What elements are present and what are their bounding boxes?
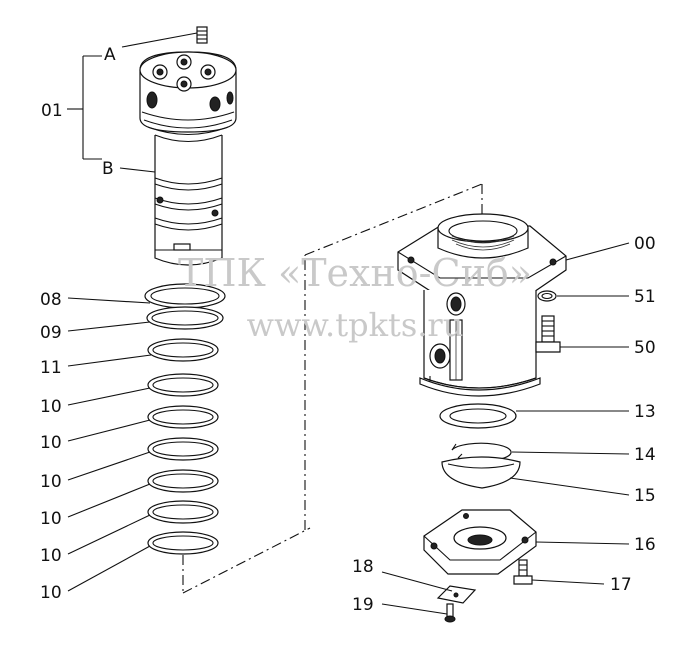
callout-11: 11 xyxy=(40,358,62,378)
leader-lines xyxy=(67,32,630,615)
callout-50: 50 xyxy=(634,338,656,358)
ring-10-e xyxy=(147,500,219,524)
seal-15 xyxy=(441,456,521,489)
spool-assembly-01 xyxy=(139,26,237,266)
callout-09: 09 xyxy=(40,323,62,343)
callout-14: 14 xyxy=(634,445,656,465)
callout-17: 17 xyxy=(610,575,632,595)
ring-11 xyxy=(147,338,219,362)
housing-00 xyxy=(397,213,567,397)
set-screw-a xyxy=(196,26,208,44)
callout-13: 13 xyxy=(634,402,656,422)
callout-10-1: 10 xyxy=(40,397,62,417)
callout-18: 18 xyxy=(352,557,374,577)
ring-09 xyxy=(146,306,224,330)
callout-15: 15 xyxy=(634,486,656,506)
callout-00: 00 xyxy=(634,234,656,254)
plug-50 xyxy=(535,315,561,353)
screw-19 xyxy=(444,603,456,623)
ring-10-a xyxy=(147,373,219,397)
callout-16: 16 xyxy=(634,535,656,555)
ring-10-d xyxy=(147,469,219,493)
callout-a: A xyxy=(104,45,116,65)
watermark-line1: ТПК «Техно-Сиб» xyxy=(178,251,532,295)
callout-10-3: 10 xyxy=(40,472,62,492)
cover-16 xyxy=(423,509,537,575)
seal-rings-stack xyxy=(144,283,226,555)
ring-10-f xyxy=(147,531,219,555)
watermark: ТПК «Техно-Сиб» www.tpkts.ru xyxy=(178,251,532,344)
callout-b: B xyxy=(102,159,114,179)
callout-19: 19 xyxy=(352,595,374,615)
callout-51: 51 xyxy=(634,287,656,307)
ring-10-b xyxy=(147,405,219,429)
plate-13 xyxy=(439,403,517,429)
callout-10-4: 10 xyxy=(40,509,62,529)
callout-08: 08 xyxy=(40,290,62,310)
callout-labels: 01 A B 08 09 11 10 10 10 10 10 10 00 51 … xyxy=(40,45,656,615)
callout-01: 01 xyxy=(41,101,63,121)
callout-10-5: 10 xyxy=(40,546,62,566)
watermark-line2: www.tpkts.ru xyxy=(247,306,464,344)
ring-08 xyxy=(144,283,226,309)
ring-10-c xyxy=(147,437,219,461)
callout-10-6: 10 xyxy=(40,583,62,603)
callout-10-2: 10 xyxy=(40,433,62,453)
snap-ring-51 xyxy=(537,290,557,302)
bolt-17 xyxy=(513,559,533,585)
